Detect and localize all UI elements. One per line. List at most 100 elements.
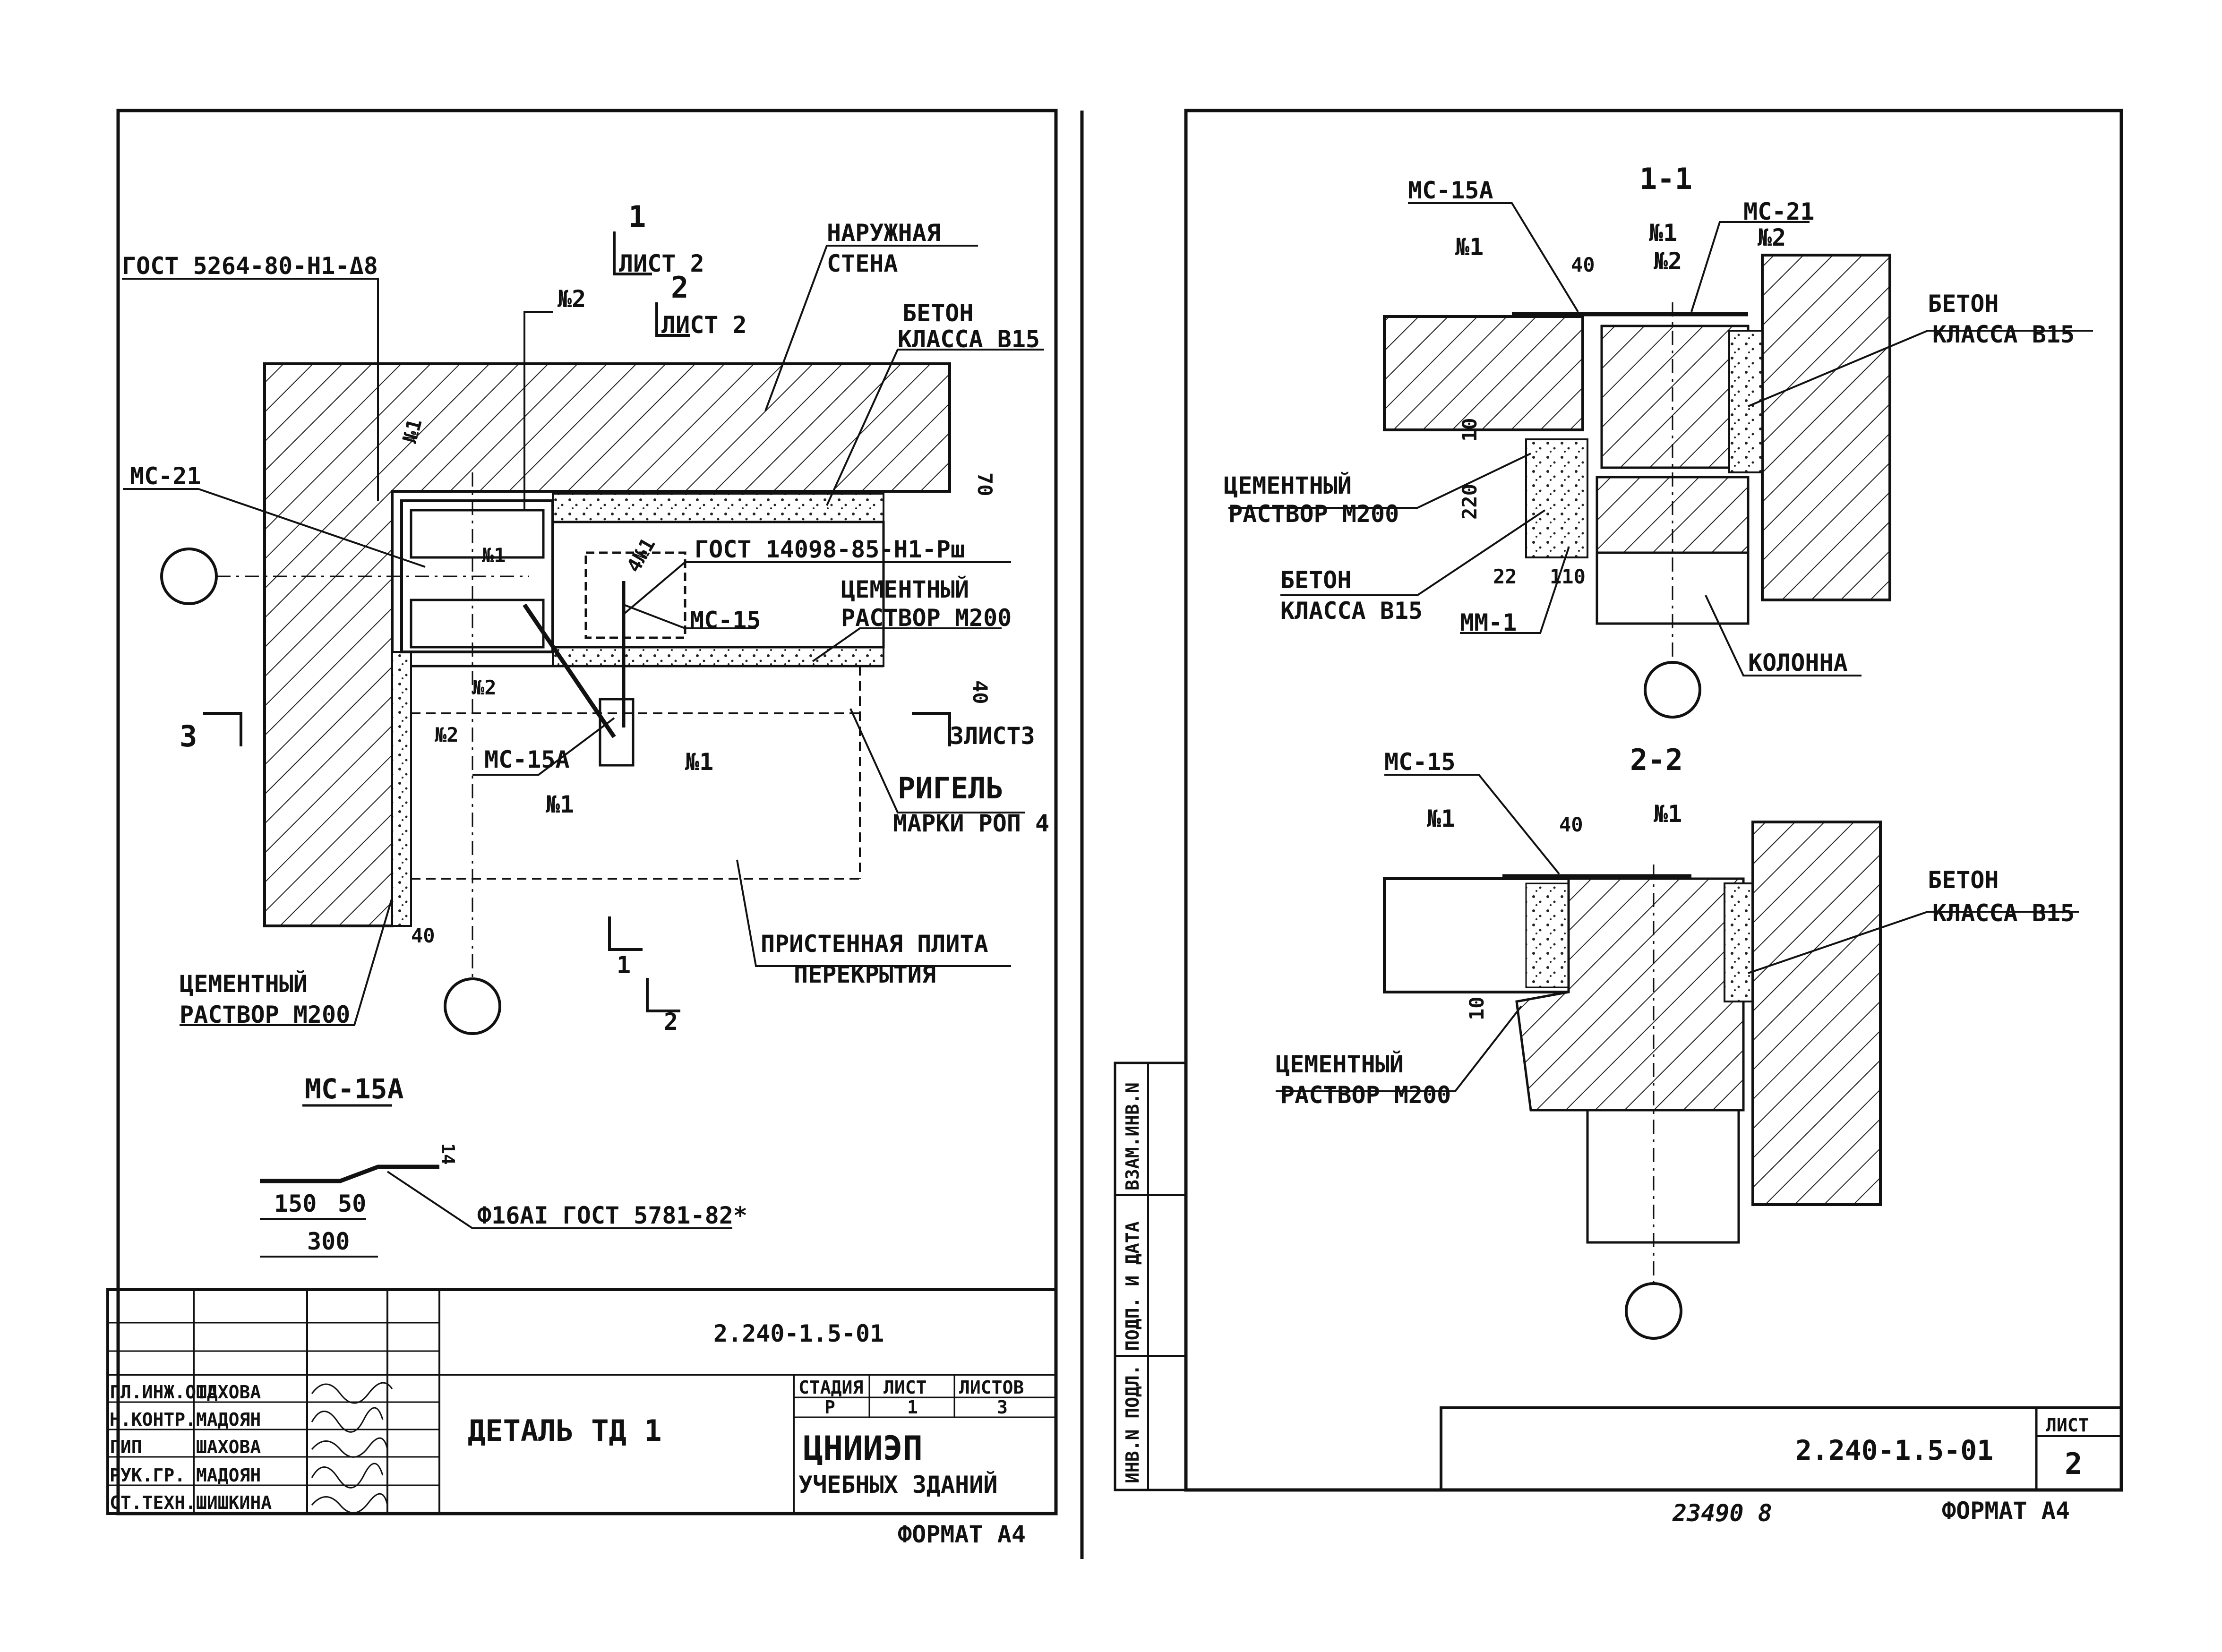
sheet-1: ГОСТ 5264-80-Н1-Δ8 №2 1 ЛИСТ 2 2 ЛИСТ 2 …	[116, 109, 1058, 1515]
sheet2-inventory: 23490 8	[1672, 1499, 1772, 1527]
tb-col-sheet: ЛИСТ	[884, 1377, 927, 1398]
side-field-inv: ИНВ.N ПОДЛ.	[1122, 1364, 1143, 1483]
concrete-label-2: КЛАССА В15	[898, 325, 1040, 353]
sec1-cement-2: РАСТВОР М200	[1228, 500, 1399, 528]
mc15-label: МС-15	[690, 607, 761, 634]
section-marker-1	[613, 231, 652, 275]
sec2-axis-circle	[1625, 1282, 1682, 1340]
sec2-leader-mc15	[1384, 774, 1560, 875]
leader-outer-wall	[764, 245, 978, 411]
sec1-cement	[1525, 438, 1588, 558]
side-field-sign: ПОДП. И ДАТА	[1122, 1221, 1143, 1351]
leader-rod-spec	[386, 1171, 732, 1229]
section-label-3: 3	[180, 719, 197, 753]
signature	[311, 1463, 384, 1489]
sheet2-format: ФОРМАТ А4	[1942, 1497, 2070, 1524]
tb-staff-name: ШИШКИНА	[196, 1492, 272, 1513]
sec1-concrete	[1600, 325, 1750, 469]
dim-150: 150	[274, 1190, 317, 1217]
sec1-dim-10: 10	[1458, 418, 1481, 442]
sheet-ref-2: ЛИСТ 2	[661, 311, 747, 339]
sec1-cement-1: ЦЕМЕНТНЫЙ	[1224, 471, 1352, 499]
sec2-cement-2: РАСТВОР М200	[1280, 1081, 1451, 1109]
dim-50: 50	[338, 1190, 366, 1217]
side-field-replace: ВЗАМ.ИНВ.N	[1122, 1082, 1143, 1190]
sec1-concrete-1: БЕТОН	[1928, 290, 1999, 317]
tb-staff-list: ГЛ.ИНЖ.ОТД ШАХОВА Н.КОНТР. МАДОЯН ГИП ША…	[110, 1382, 272, 1513]
n2-mid-label: №2	[472, 676, 497, 699]
cement-bottom-label-1: ЦЕМЕНТНЫЙ	[180, 970, 308, 998]
leader-cement-bottom	[180, 897, 393, 1026]
concrete-label-1: БЕТОН	[902, 300, 974, 327]
beam-label-2: МАРКИ РОП 4	[893, 810, 1049, 837]
dim-300: 300	[307, 1228, 350, 1255]
leader-mc21	[123, 488, 426, 568]
tb-sheet: 1	[907, 1397, 918, 1418]
tb-code: 2.240-1.5-01	[713, 1320, 884, 1347]
signature	[311, 1437, 388, 1458]
leader-gost-weld	[623, 561, 1011, 615]
mc21-label: МС-21	[130, 462, 201, 490]
sec1-n2: №2	[1654, 248, 1682, 275]
sec1-n1-a: №1	[1455, 233, 1484, 261]
sec1-leader-concrete2	[1280, 509, 1546, 596]
sec2-cement-1: ЦЕМЕНТНЫЙ	[1276, 1050, 1404, 1078]
outer-wall-label-1: НАРУЖНАЯ	[827, 219, 941, 247]
sec1-axis-circle	[1644, 661, 1701, 719]
signature	[311, 1382, 393, 1404]
dim-40-bottom: 40	[411, 924, 435, 947]
dim-14: 14	[438, 1143, 458, 1165]
sec1-mc15a: МС-15А	[1408, 177, 1493, 204]
sec1-column-label: КОЛОННА	[1748, 649, 1848, 676]
sec1-leader-mm1	[1460, 548, 1570, 634]
plate-label-1: ПРИСТЕННАЯ ПЛИТА	[761, 930, 988, 958]
leader-gost-bolt	[122, 278, 379, 501]
tb-staff-role: СТ.ТЕХН.	[110, 1492, 196, 1513]
sheet-2: ИНВ.N ПОДЛ. ПОДП. И ДАТА ВЗАМ.ИНВ.N 1-1 …	[1114, 109, 2123, 1527]
n1-weld-label: 4№1	[622, 534, 660, 576]
gost-weld-label: ГОСТ 14098-85-Н1-Рш	[695, 536, 965, 563]
mc15-plate	[584, 551, 686, 639]
sec2-n1-c: №1	[1427, 805, 1455, 832]
cut-marker-1	[608, 916, 643, 951]
sec1-column-wall	[1761, 254, 1891, 601]
sec1-leader-column	[1705, 595, 1862, 676]
tb-staff-role: РУК.ГР.	[110, 1465, 185, 1486]
sec1-dim-110: 110	[1550, 565, 1586, 588]
sec2-dim-10: 10	[1465, 996, 1488, 1020]
sec2-concrete-1: БЕТОН	[1928, 866, 1999, 894]
n1-lower-label: №1	[546, 791, 574, 818]
plate-label-2: ПЕРЕКРЫТИЯ	[794, 961, 936, 988]
sec1-dim-40: 40	[1571, 253, 1595, 276]
sec1-leader-mc15a	[1408, 202, 1579, 313]
sec1-n2-b: №2	[1758, 224, 1786, 251]
tb-description: ДЕТАЛЬ ТД 1	[468, 1413, 662, 1448]
sec1-mm1: ММ-1	[1460, 609, 1517, 636]
tb-staff-role: ГЛ.ИНЖ.ОТД	[110, 1382, 218, 1403]
sec2-leader-concrete	[1748, 911, 2079, 974]
tb-staff-role: Н.КОНТР.	[110, 1409, 196, 1430]
cut-label-1: 1	[617, 951, 631, 979]
tb-org-2: УЧЕБНЫХ ЗДАНИЙ	[798, 1471, 997, 1498]
sec2-mc15: МС-15	[1384, 748, 1456, 776]
sheet-ref-1: ЛИСТ 2	[619, 250, 704, 277]
sec2-concrete-2: КЛАССА В15	[1932, 899, 2075, 927]
beam-label-1: РИГЕЛЬ	[898, 771, 1004, 805]
sec1-concrete-fill	[1728, 330, 1763, 473]
sec2-column-wall	[1751, 821, 1882, 1206]
leader-no2-top	[523, 311, 553, 510]
leader-cement-mid	[812, 627, 1002, 662]
dim-40-right: 40	[969, 680, 992, 704]
leader-beam	[849, 708, 1025, 813]
sec2-leader-cement	[1276, 1005, 1522, 1092]
tb-col-sheets: ЛИСТОВ	[959, 1377, 1024, 1398]
cement-band-mid	[552, 646, 884, 667]
cement-bottom-label-2: РАСТВОР М200	[180, 1001, 350, 1028]
leader-mc15a	[472, 717, 615, 776]
title-block: 2.240-1.5-01 ДЕТАЛЬ ТД 1 СТАДИЯ ЛИСТ ЛИС…	[106, 1288, 1057, 1548]
cut-label-2: 2	[664, 1008, 678, 1036]
sec1-concrete2-1: БЕТОН	[1280, 566, 1352, 594]
cut-marker-2	[646, 978, 680, 1012]
detail-title: МС-15А	[305, 1073, 404, 1105]
